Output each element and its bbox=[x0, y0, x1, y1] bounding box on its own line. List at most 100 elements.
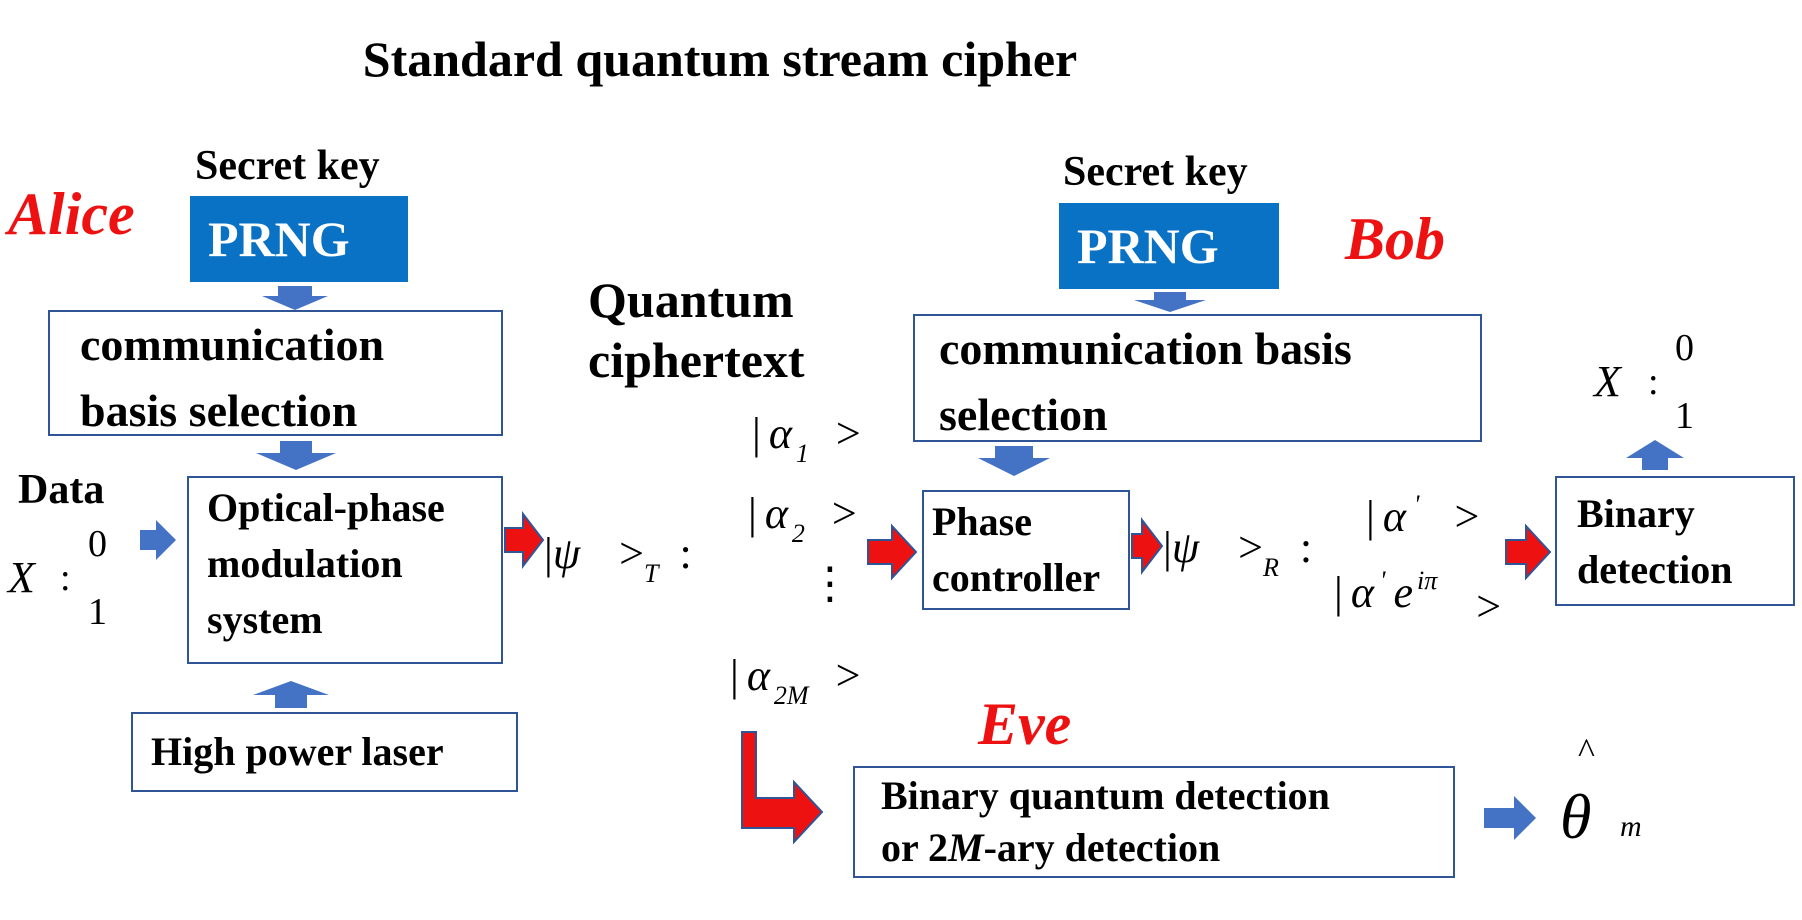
ciphertext-line-2: ciphertext bbox=[588, 332, 805, 388]
psi-r-symbol: ψ bbox=[1171, 523, 1200, 572]
data-right-arrow bbox=[140, 520, 176, 560]
alpha-2-subscript: 2 bbox=[791, 519, 805, 548]
alpha-2m-symbol: α bbox=[746, 651, 770, 700]
optical-phase-modulation-box: Optical-phase modulation system bbox=[187, 476, 503, 664]
vertical-ellipsis: ⋮ bbox=[808, 558, 852, 609]
alpha-prime-state: |α' > bbox=[1366, 490, 1479, 542]
eve-detect-line-2: or 2M-ary detection bbox=[881, 822, 1453, 874]
alice-prng-down-arrow bbox=[262, 286, 328, 310]
bob-x-variable: X bbox=[1594, 357, 1621, 406]
alpha-1-symbol: α bbox=[768, 409, 792, 458]
eve-detect-line-2-pre: or 2 bbox=[881, 825, 949, 870]
bob-basis-line-1: communication basis bbox=[939, 323, 1352, 374]
ciphertext-line-1: Quantum bbox=[588, 272, 794, 328]
binary-detection-box: Binary detection bbox=[1555, 476, 1795, 606]
alpha-1-subscript: 1 bbox=[795, 439, 809, 468]
bob-bit-1: 1 bbox=[1675, 395, 1694, 437]
alice-bit-0: 0 bbox=[88, 523, 107, 565]
alpha-2-bar: | bbox=[748, 489, 757, 538]
high-power-laser-box: High power laser bbox=[131, 712, 518, 792]
bob-bit-0: 0 bbox=[1675, 327, 1694, 369]
eve-tap-red-arrow bbox=[741, 731, 824, 845]
alpha-2m-subscript: 2M bbox=[773, 681, 809, 710]
eve-detect-line-2-post: -ary detection bbox=[983, 825, 1221, 870]
alpha-1-bar: | bbox=[752, 409, 761, 458]
psi-t-bar: | bbox=[544, 529, 553, 578]
alice-x-colon: : bbox=[60, 557, 71, 599]
laser-up-arrow bbox=[253, 681, 329, 708]
alice-bit-1: 1 bbox=[88, 591, 107, 633]
phase-controller-line-1: Phase bbox=[932, 499, 1032, 544]
psi-r-subscript: R bbox=[1262, 553, 1279, 582]
alice-basis-down-arrow bbox=[256, 441, 336, 470]
modulation-red-arrow bbox=[504, 511, 545, 569]
psi-r-gt: > bbox=[1238, 523, 1263, 572]
alpha-eipi-e: e bbox=[1393, 568, 1414, 617]
bob-output-up-arrow bbox=[1626, 440, 1684, 470]
psi-t-gt: > bbox=[619, 529, 644, 578]
bob-prng-block: PRNG bbox=[1059, 203, 1279, 289]
alpha-prime-symbol: α bbox=[1382, 492, 1406, 541]
psi-t-subscript: T bbox=[643, 559, 659, 588]
alice-x-variable: X bbox=[8, 553, 35, 602]
alpha-2m-gt: > bbox=[835, 651, 861, 700]
alpha-eipi-bar: | bbox=[1334, 568, 1343, 617]
modulation-line-3: system bbox=[207, 597, 323, 642]
binary-detection-line-1: Binary bbox=[1577, 491, 1695, 536]
alice-label: Alice bbox=[8, 181, 135, 247]
phase-controller-line-2: controller bbox=[932, 555, 1101, 600]
alice-prng-block: PRNG bbox=[190, 196, 408, 282]
data-label: Data bbox=[18, 467, 105, 513]
psi-r-expression: |ψ >R : bbox=[1163, 522, 1312, 583]
psi-r-colon: : bbox=[1299, 523, 1313, 572]
eve-detect-line-2-m: M bbox=[948, 825, 984, 870]
alice-basis-selection-box: communication basis selection bbox=[48, 310, 503, 436]
bob-x-colon: : bbox=[1648, 361, 1659, 403]
phase-input-red-arrow bbox=[867, 523, 918, 581]
psi-t-symbol: ψ bbox=[552, 529, 581, 578]
bob-basis-down-arrow bbox=[978, 446, 1050, 476]
alice-basis-line-1: communication bbox=[80, 319, 385, 370]
eve-output-right-arrow bbox=[1484, 796, 1536, 840]
alpha-prime-gt: > bbox=[1454, 492, 1480, 541]
theta-estimate: θ bbox=[1560, 781, 1592, 852]
psi-t-colon: : bbox=[679, 529, 692, 578]
alpha-eipi-gt: > bbox=[1476, 582, 1502, 631]
alice-secret-key-label: Secret key bbox=[195, 143, 380, 189]
alpha-prime-bar: | bbox=[1366, 492, 1375, 541]
alpha-eipi-exponent: iπ bbox=[1417, 566, 1438, 595]
eve-detection-box: Binary quantum detection or 2M-ary detec… bbox=[853, 766, 1455, 878]
eve-label: Eve bbox=[978, 691, 1072, 757]
quantum-ciphertext-label: Quantum ciphertext bbox=[588, 270, 805, 390]
bob-label: Bob bbox=[1345, 206, 1446, 272]
alpha-2-gt: > bbox=[831, 489, 857, 538]
phase-output-red-arrow bbox=[1131, 517, 1164, 575]
psi-t-expression: |ψ >T : bbox=[544, 528, 692, 589]
theta-subscript: m bbox=[1620, 810, 1642, 843]
phase-controller-box: Phase controller bbox=[922, 490, 1130, 610]
bob-prng-down-arrow bbox=[1134, 292, 1206, 312]
alpha-1-gt: > bbox=[835, 409, 861, 458]
bob-basis-line-2: selection bbox=[939, 389, 1108, 440]
modulation-line-1: Optical-phase bbox=[207, 485, 445, 530]
alpha-2m-bar: | bbox=[730, 651, 739, 700]
alpha-2-symbol: α bbox=[764, 489, 788, 538]
eve-detect-line-1: Binary quantum detection bbox=[881, 773, 1330, 818]
theta-hat-accent: ^ bbox=[1578, 731, 1595, 771]
alpha-prime-mark: ' bbox=[1413, 490, 1420, 519]
alice-basis-line-2: basis selection bbox=[80, 385, 358, 436]
bob-basis-selection-box: communication basis selection bbox=[913, 314, 1482, 442]
detection-red-arrow bbox=[1505, 523, 1552, 581]
alpha-eipi-symbol: α bbox=[1350, 568, 1374, 617]
binary-detection-line-2: detection bbox=[1577, 547, 1733, 592]
psi-r-bar: | bbox=[1163, 523, 1172, 572]
bob-secret-key-label: Secret key bbox=[1063, 149, 1248, 195]
modulation-line-2: modulation bbox=[207, 541, 403, 586]
alpha-eipi-prime: ' bbox=[1379, 566, 1386, 595]
